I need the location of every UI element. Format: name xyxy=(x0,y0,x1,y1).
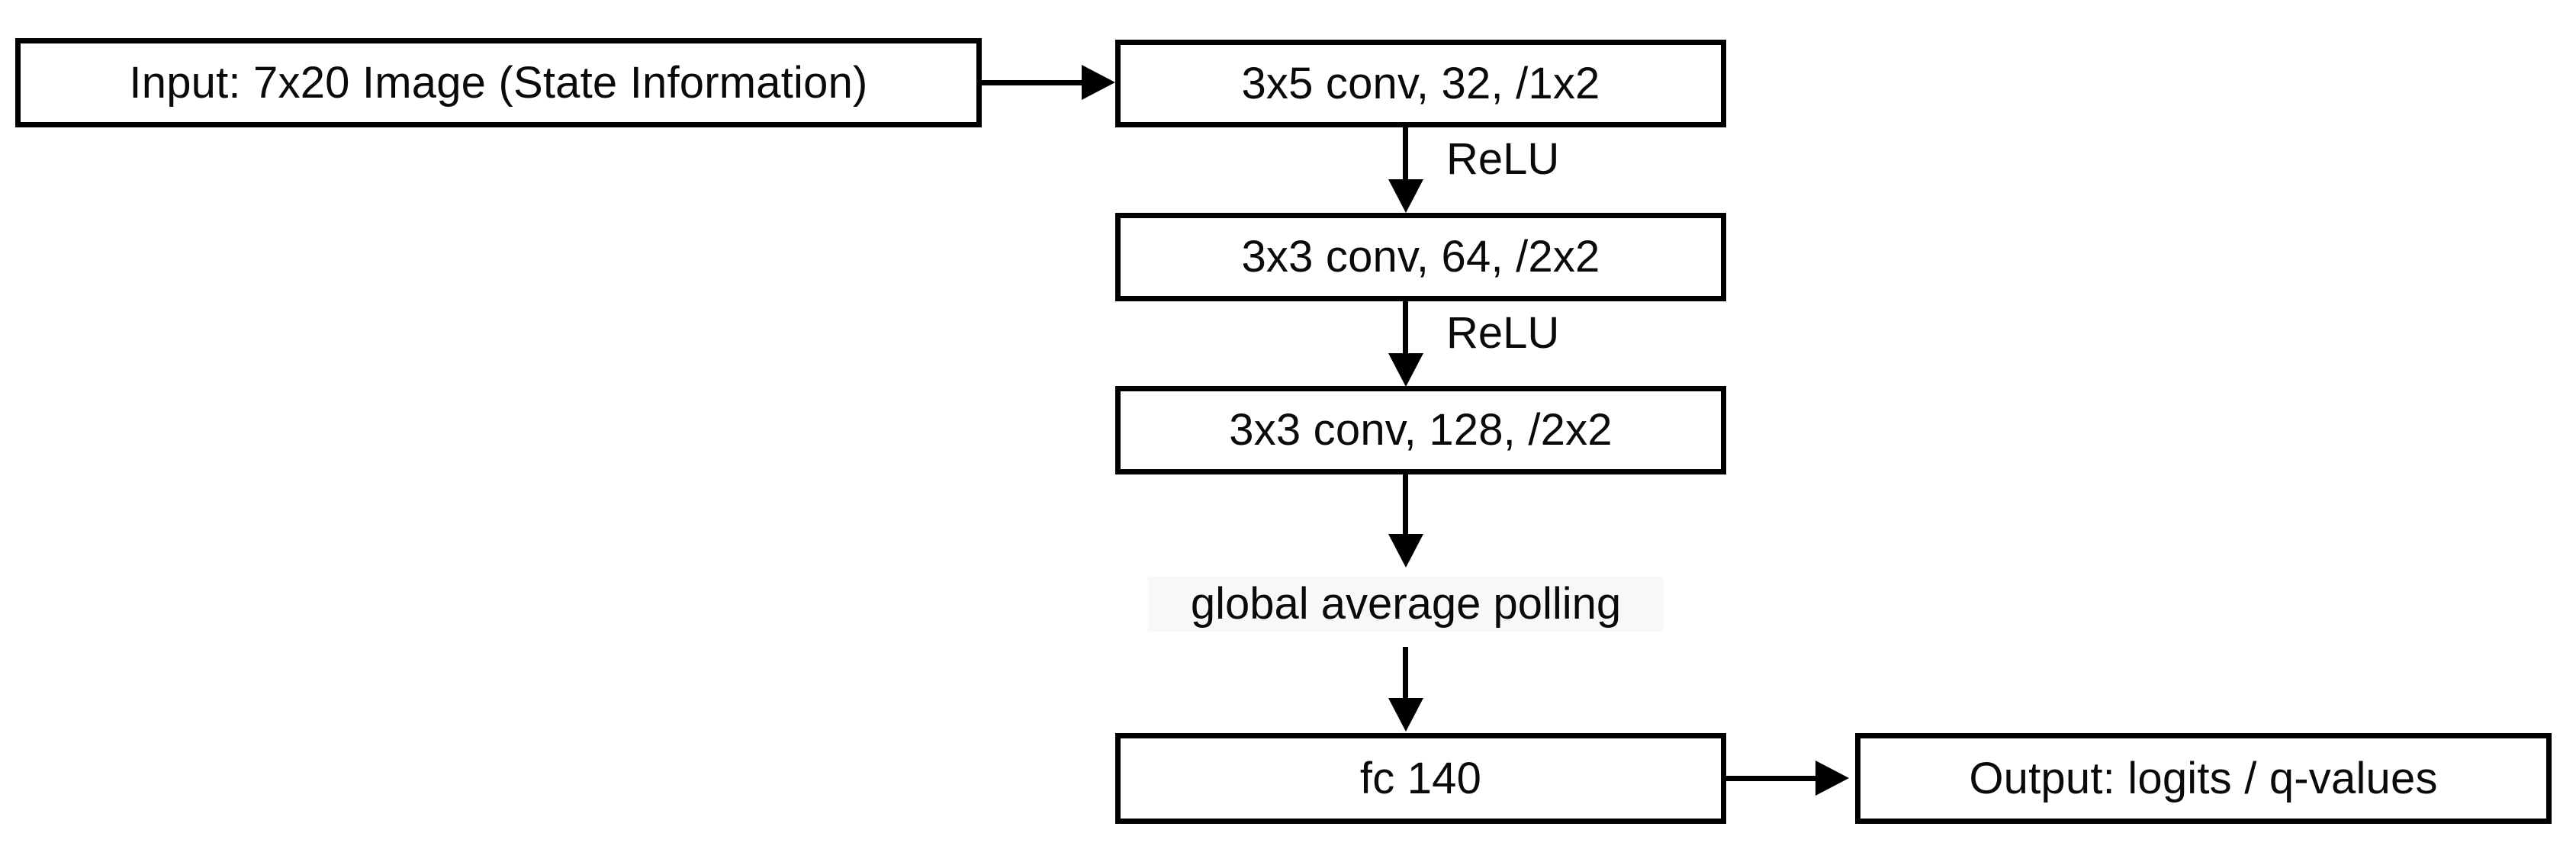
edge-conv1-to-conv2-line xyxy=(1403,127,1408,185)
node-conv2[interactable]: 3x3 conv, 64, /2x2 xyxy=(1115,213,1726,301)
edge-conv1-to-conv2-label: ReLU xyxy=(1446,134,1560,184)
node-conv2-label: 3x3 conv, 64, /2x2 xyxy=(1241,232,1600,281)
edge-gap-to-fc-arrowhead xyxy=(1388,698,1423,732)
node-global-average-pooling[interactable]: global average polling xyxy=(1148,577,1664,632)
edge-gap-to-fc-line xyxy=(1403,647,1408,704)
node-fc[interactable]: fc 140 xyxy=(1115,733,1726,824)
node-input[interactable]: Input: 7x20 Image (State Information) xyxy=(15,38,982,127)
node-conv3-label: 3x3 conv, 128, /2x2 xyxy=(1229,405,1613,455)
edge-conv3-to-gap-arrowhead xyxy=(1388,534,1423,568)
edge-conv2-to-conv3-arrowhead xyxy=(1388,353,1423,387)
edge-input-to-conv1-arrowhead xyxy=(1082,65,1115,100)
node-input-label: Input: 7x20 Image (State Information) xyxy=(129,57,868,108)
node-conv1-label: 3x5 conv, 32, /1x2 xyxy=(1241,58,1600,108)
node-output-label: Output: logits / q-values xyxy=(1969,753,2438,803)
edge-fc-to-output-arrowhead xyxy=(1815,761,1849,796)
edge-input-to-conv1-line xyxy=(982,80,1084,85)
edge-conv1-to-conv2-arrowhead xyxy=(1388,179,1423,213)
node-output[interactable]: Output: logits / q-values xyxy=(1855,733,2552,824)
node-global-average-pooling-label: global average polling xyxy=(1190,579,1622,629)
node-fc-label: fc 140 xyxy=(1359,753,1482,803)
edge-conv2-to-conv3-label: ReLU xyxy=(1446,308,1560,358)
node-conv3[interactable]: 3x3 conv, 128, /2x2 xyxy=(1115,386,1726,474)
edge-fc-to-output-line xyxy=(1726,776,1818,781)
edge-conv2-to-conv3-line xyxy=(1403,301,1408,359)
edge-conv3-to-gap-line xyxy=(1403,474,1408,542)
node-conv1[interactable]: 3x5 conv, 32, /1x2 xyxy=(1115,40,1726,127)
